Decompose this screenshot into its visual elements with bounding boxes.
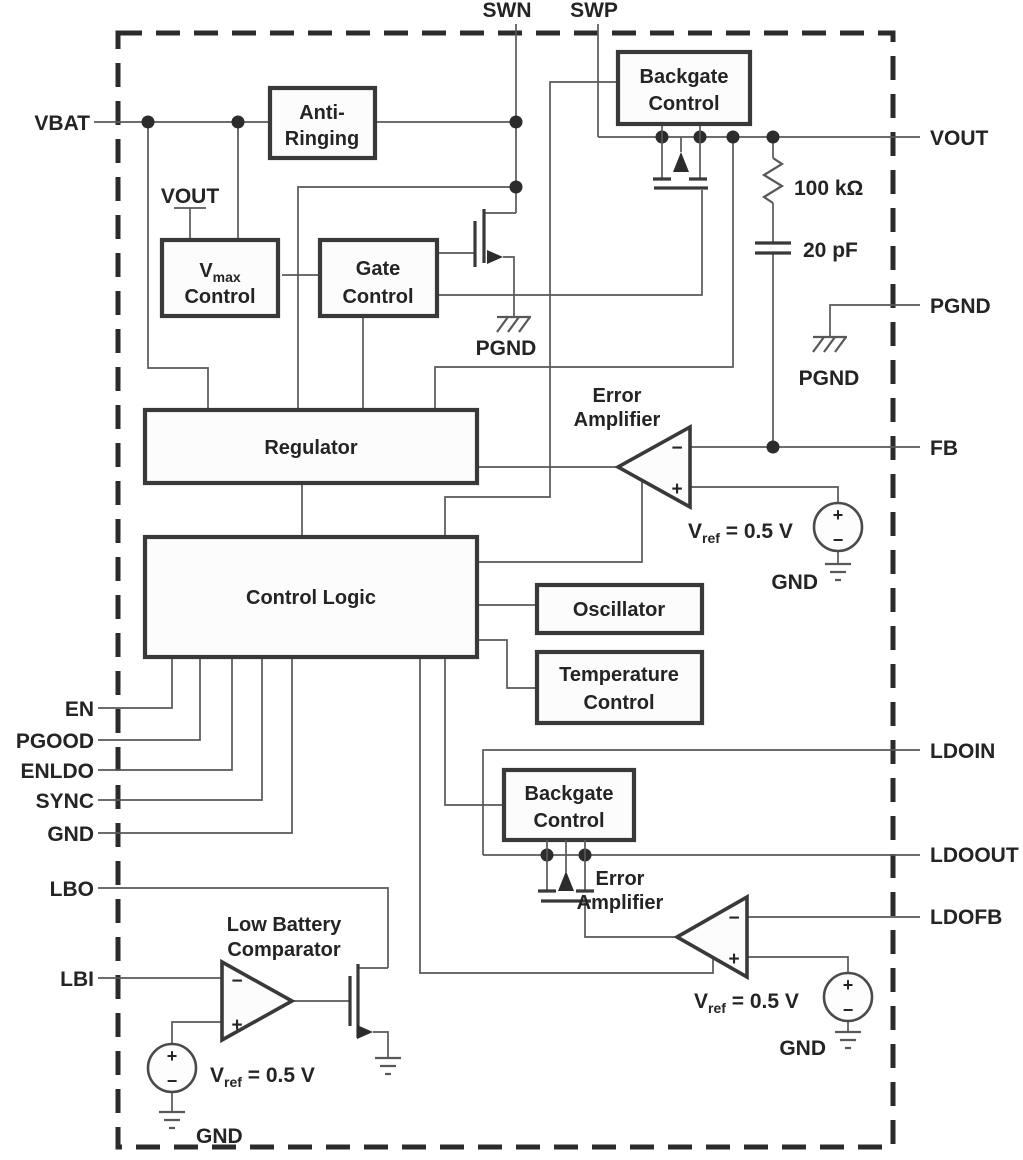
svg-text:Vref = 0.5 V: Vref = 0.5 V <box>688 520 793 546</box>
pin-en: EN <box>65 698 94 721</box>
low-battery-comparator: − + Low Battery Comparator <box>220 914 342 1044</box>
gnd-label: GND <box>196 1125 243 1148</box>
block-backgate-control-top: Backgate Control <box>615 49 753 127</box>
pin-labels: SWN SWP VBAT EN PGOOD ENLDO SYNC GND LBO… <box>16 0 1019 991</box>
comparator-label: Low Battery <box>227 914 342 936</box>
minus-input: − <box>671 438 682 459</box>
backgate-fet-ldo-icon <box>538 840 594 903</box>
plus-input: + <box>231 1015 242 1036</box>
block-regulator: Regulator <box>142 407 480 486</box>
amp-label: Amplifier <box>577 892 664 914</box>
svg-text:Vmax: Vmax <box>199 260 241 285</box>
minus-input: − <box>728 908 739 929</box>
block-label: Control <box>342 286 413 308</box>
block-label: Oscillator <box>573 599 665 621</box>
vref-source: + − <box>812 501 864 553</box>
feedback-resistor-icon <box>761 157 785 204</box>
block-label: Regulator <box>264 437 358 459</box>
amp-label: Amplifier <box>574 409 661 431</box>
capacitor-value: 20 pF <box>803 239 858 262</box>
pin-vout: VOUT <box>930 127 989 150</box>
block-control-logic: Control Logic <box>142 534 480 660</box>
plus-sign: + <box>843 975 854 995</box>
vref-source: + − <box>146 1042 198 1094</box>
plus-sign: + <box>167 1046 178 1066</box>
svg-text:Vref = 0.5 V: Vref = 0.5 V <box>694 990 799 1016</box>
minus-sign: − <box>843 1000 854 1020</box>
minus-sign: − <box>167 1071 178 1091</box>
pin-ldofb: LDOFB <box>930 906 1002 929</box>
block-label: Control <box>184 286 255 308</box>
error-amplifier-top: − + Error Amplifier <box>574 385 692 511</box>
gnd-label: GND <box>771 571 818 594</box>
plus-input: + <box>671 479 682 500</box>
block-label: Gate <box>356 258 400 280</box>
plus-sign: + <box>833 505 844 525</box>
pin-fb: FB <box>930 437 958 460</box>
block-label: Control <box>533 810 604 832</box>
gnd-label: GND <box>779 1037 826 1060</box>
pin-gnd: GND <box>47 823 94 846</box>
junction-dots <box>141 115 780 862</box>
block-gate-control: Gate Control <box>317 237 440 319</box>
plus-input: + <box>728 949 739 970</box>
pgnd-symbol <box>812 335 847 353</box>
block-label: Control <box>648 93 719 115</box>
minus-sign: − <box>833 530 844 550</box>
vref-source: + − <box>822 971 874 1023</box>
comparator-label: Comparator <box>227 939 341 961</box>
pin-lbi: LBI <box>60 968 94 991</box>
pin-enldo: ENLDO <box>21 760 95 783</box>
pin-ldoout: LDOOUT <box>930 844 1019 867</box>
boost-nmos-icon <box>473 209 503 267</box>
gnd-symbol <box>159 1110 185 1130</box>
pin-ldoin: LDOIN <box>930 740 995 763</box>
pin-swp: SWP <box>570 0 618 22</box>
feedback-capacitor-icon <box>755 241 791 255</box>
error-amplifier-ldo: − + Error Amplifier <box>577 868 749 981</box>
pgnd-label: PGND <box>799 367 860 390</box>
block-label: Control Logic <box>246 587 376 609</box>
amp-label: Error <box>596 868 645 890</box>
chip-boundary <box>115 30 896 1150</box>
body-diode-icon <box>558 871 574 891</box>
pin-lbo: LBO <box>50 878 94 901</box>
block-label: Backgate <box>525 783 614 805</box>
block-backgate-control-bottom: Backgate Control <box>501 767 637 843</box>
pin-pgood: PGOOD <box>16 730 94 753</box>
block-temperature-control: Temperature Control <box>534 649 705 726</box>
annotations: VOUT 100 kΩ 20 pF PGND PGND Vref = 0.5 V… <box>161 177 864 1148</box>
wires <box>94 24 920 1112</box>
pin-swn: SWN <box>483 0 532 22</box>
pgnd-label: PGND <box>476 337 537 360</box>
block-anti-ringing: Anti- Ringing <box>267 85 378 161</box>
gnd-symbol <box>375 1056 401 1076</box>
pin-vbat: VBAT <box>34 112 90 135</box>
pin-pgnd: PGND <box>930 295 991 318</box>
backgate-fet-top-icon <box>653 124 708 190</box>
gnd-symbol <box>825 562 851 582</box>
vout-sense-label: VOUT <box>161 185 220 208</box>
block-vmax-control: Vmax Control <box>159 237 281 319</box>
lbo-nmos-icon <box>348 964 373 1039</box>
body-diode-icon <box>673 152 689 172</box>
block-label: Ringing <box>285 128 359 150</box>
svg-text:Vref = 0.5 V: Vref = 0.5 V <box>210 1064 315 1090</box>
block-label: Control <box>583 692 654 714</box>
gnd-symbol <box>835 1030 861 1050</box>
pgnd-symbol <box>496 315 531 333</box>
resistor-value: 100 kΩ <box>794 177 863 200</box>
block-label: Anti- <box>299 102 345 124</box>
block-label: Backgate <box>640 66 729 88</box>
block-oscillator: Oscillator <box>534 582 705 636</box>
block-label: Temperature <box>559 664 679 686</box>
pin-sync: SYNC <box>36 790 94 813</box>
minus-input: − <box>231 971 242 992</box>
amp-label: Error <box>593 385 642 407</box>
